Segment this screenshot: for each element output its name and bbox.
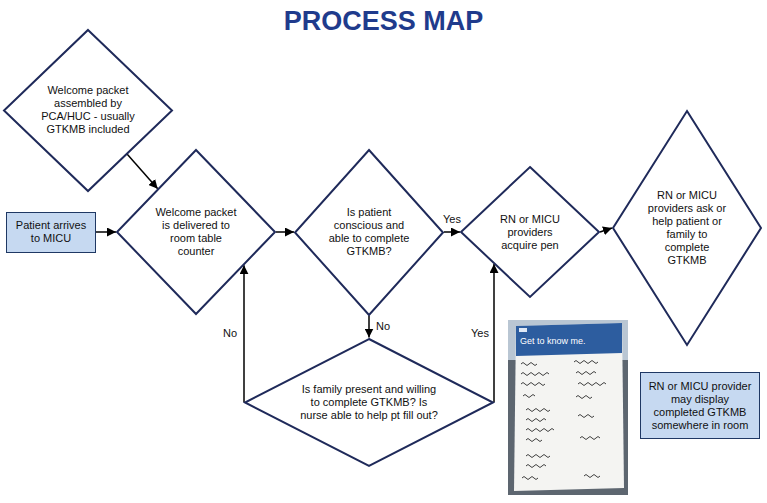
process-box: RN or MICU provider may display complete… [640,372,760,439]
diamond-shape [245,339,493,466]
node-text-block: Welcome packet is delivered to room tabl… [151,206,241,258]
flow-arrow [127,154,158,189]
node-text: Patient arrives to MICU [14,219,89,245]
node-text-block: RN or MICU providers ask or help patient… [645,189,729,267]
process-box: Patient arrives to MICU [6,212,96,253]
node-text-block: Welcome packet assembled by PCA/HUC - us… [41,84,136,136]
flow-arrow [276,231,294,233]
diamond-shape [613,111,761,345]
photo-caption: Get to know me. [520,336,586,347]
flow-arrow [493,264,495,402]
handwriting [521,361,606,480]
node-text-block: Patient arrives to MICU [14,219,89,245]
diagram-title: PROCESS MAP [0,5,767,37]
decision-diamond: RN or MICU providers acquire pen [460,166,600,298]
form-photo [508,320,628,495]
node-text: Welcome packet is delivered to room tabl… [151,206,241,258]
flow-arrow [600,228,612,232]
node-text: Welcome packet assembled by PCA/HUC - us… [41,84,136,136]
flow-arrow [243,265,245,402]
form-header-band [516,323,622,356]
node-text: Is patient conscious and able to complet… [327,206,411,258]
edge-label: No [221,327,239,340]
node-text: Is family present and willing to complet… [297,383,442,422]
diamond-shape [4,30,172,191]
decision-diamond: Welcome packet assembled by PCA/HUC - us… [3,29,173,192]
node-text: RN or MICU providers ask or help patient… [645,189,729,267]
diamond-shape [461,167,599,297]
decision-diamond: Is family present and willing to complet… [244,338,494,467]
decision-diamond: Welcome packet is delivered to room tabl… [116,149,276,315]
flow-arrow [96,231,116,233]
node-text-block: Is family present and willing to complet… [297,383,442,422]
node-text-block: RN or MICU providers acquire pen [491,213,569,252]
edge-label: Yes [441,213,463,226]
diamond-shape [295,150,443,315]
decision-diamond: Is patient conscious and able to complet… [294,149,444,316]
form-paper [514,323,624,491]
diamond-shape [117,150,275,314]
node-text: RN or MICU providers acquire pen [491,213,569,252]
node-text: RN or MICU provider may display complete… [648,380,753,432]
node-text-block: Is patient conscious and able to complet… [327,206,411,258]
decision-diamond: RN or MICU providers ask or help patient… [612,110,762,346]
flow-arrow [444,231,460,233]
node-text-block: RN or MICU provider may display complete… [648,380,753,432]
form-logo [519,328,527,332]
edge-label: No [374,320,392,333]
photo-background [508,320,628,495]
flow-arrow [368,316,370,338]
edge-label: Yes [469,327,491,340]
